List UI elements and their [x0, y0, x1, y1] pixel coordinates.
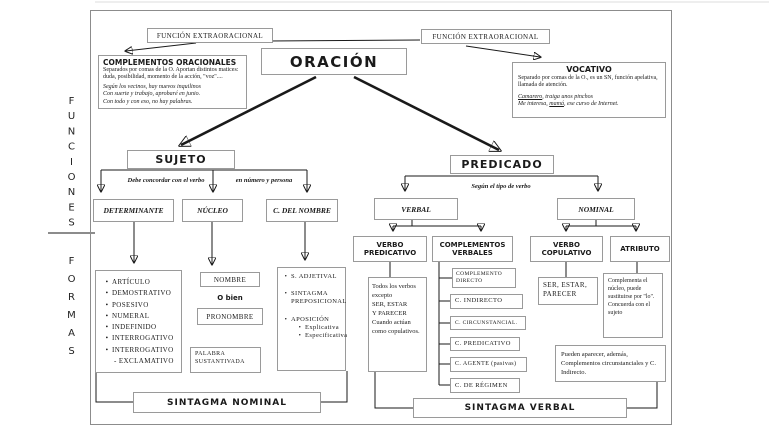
funcion-extraoracional-left-box: FUNCIÓN EXTRAORACIONAL [147, 28, 273, 43]
sujeto-note-right: en número y persona [235, 176, 293, 184]
list-item: •INDEFINIDO [105, 323, 157, 332]
list-item: •S. ADJETIVAL [284, 273, 337, 280]
atributo-note: Complementa el núcleo, puede sustituirse… [603, 273, 663, 338]
verbo-predicativo-note: Todos los verbos excepto SER, ESTAR Y PA… [368, 277, 427, 372]
cv-item-c-indirecto: C. INDIRECTO [450, 294, 523, 309]
vocativo-example: Me interesa, mamá, ese curso de Internet… [518, 101, 619, 108]
atributo-box: ATRIBUTO [610, 236, 670, 262]
list-item: •INTERROGATIVO [105, 345, 174, 354]
list-item: •APOSICIÓN [284, 316, 330, 323]
vocativo-title: VOCATIVO [566, 65, 612, 74]
nucleo-box: NÚCLEO [182, 199, 243, 222]
sujeto-note-left: Debe concordar con el verbo [127, 176, 205, 184]
cv-item-c-agente: C. AGENTE (pasivas) [450, 357, 527, 372]
verbo-copulativo-box: VERBO COPULATIVO [530, 236, 603, 262]
oracional-example: Según los vecinos, hay nuevos inquilinos [103, 83, 201, 90]
c-del-nombre-box: C. DEL NOMBRE [266, 199, 338, 222]
pronombre-box: PRONOMBRE [197, 308, 263, 325]
cv-item-c-de-regimen: C. DE RÉGIMEN [450, 378, 520, 393]
nombre-box: NOMBRE [200, 272, 260, 287]
funcion-extraoracional-right-box: FUNCIÓN EXTRAORACIONAL [421, 29, 550, 44]
vocativo-example: Camarero, traiga unos pinchos [518, 93, 593, 100]
complementos-oracionales-title: COMPLEMENTOS ORACIONALES [103, 58, 237, 67]
complementos-oracionales-body: Separados por comas de la O. Aportan dis… [103, 67, 239, 81]
cv-item-c-circunstancial: C. CIRCUNSTANCIAL. [450, 316, 526, 330]
list-item: •DEMOSTRATIVO [105, 289, 172, 298]
oracional-example: Con todo y con eso, no hay palabras. [103, 98, 193, 105]
determinante-list: •ARTÍCULO •DEMOSTRATIVO •POSESIVO •NUMER… [95, 270, 182, 373]
vocativo-body: Separado por comas de la O., es un SN, f… [518, 75, 658, 89]
oracional-example: Con suerte y trabajo, aprobaré en junio. [103, 91, 201, 98]
sintagma-verbal-box: SINTAGMA VERBAL [413, 398, 627, 418]
c-del-nombre-list: •S. ADJETIVAL •SINTAGMA PREPOSICIONAL •A… [277, 267, 348, 371]
list-item: •ARTÍCULO [105, 278, 151, 286]
diagram-frame [90, 10, 672, 425]
predicado-box: PREDICADO [450, 155, 554, 174]
sujeto-box: SUJETO [127, 150, 235, 169]
o-bien-label: O bien [217, 294, 243, 302]
list-sub-item: •Especificativa [298, 332, 348, 339]
list-item: •SINTAGMA PREPOSICIONAL [284, 290, 347, 305]
list-item-note: - EXCLAMATIVO [114, 357, 174, 366]
predicado-extra-note: Pueden aparecer, además, Complementos ci… [555, 345, 666, 382]
complementos-verbales-box: COMPLEMENTOS VERBALES [432, 236, 513, 262]
cv-item-c-predicativo: C. PREDICATIVO [450, 337, 520, 351]
cv-item-complemento-directo: COMPLEMENTO DIRECTO [452, 268, 516, 288]
verbal-box: VERBAL [374, 198, 458, 220]
axis-formas-label: FORMAS [66, 256, 77, 364]
nominal-box: NOMINAL [557, 198, 635, 220]
list-sub-item: •Explicativa [298, 324, 339, 331]
list-item: •NUMERAL [105, 311, 150, 320]
sintagma-nominal-box: SINTAGMA NOMINAL [133, 392, 321, 413]
predicado-note: Según el tipo de verbo [471, 182, 531, 190]
vocativo-box: VOCATIVO Separado por comas de la O., es… [512, 62, 666, 118]
oracion-box: ORACIÓN [261, 48, 407, 75]
list-item: •INTERROGATIVO [105, 334, 174, 343]
complementos-oracionales-box: COMPLEMENTOS ORACIONALES Separados por c… [98, 55, 247, 109]
palabra-sustantivada-box: PALABRA SUSTANTIVADA [190, 347, 261, 373]
list-item: •POSESIVO [105, 300, 149, 309]
verbo-copulativo-note: SER, ESTAR, PARECER [538, 277, 598, 305]
determinante-box: DETERMINANTE [93, 199, 174, 222]
axis-funciones-label: FUNCIONES [66, 96, 77, 233]
verbo-predicativo-box: VERBO PREDICATIVO [353, 236, 427, 262]
